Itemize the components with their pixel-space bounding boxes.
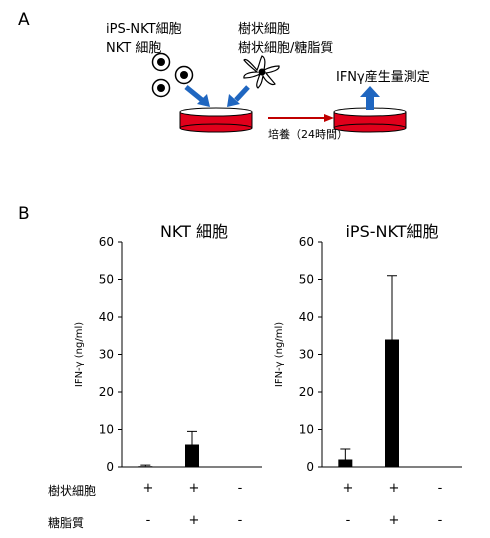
y-tick-label: 10 — [299, 423, 314, 437]
ips-nkt-cells-label: iPS-NKT細胞 — [106, 22, 182, 37]
panel-a-diagram — [151, 52, 407, 133]
arrow-nkt-to-dish-icon — [184, 85, 210, 107]
culture-24h-label: 培養（24時間） — [268, 128, 348, 141]
chart-title-ips-nkt: iPS-NKT細胞 — [345, 222, 439, 241]
y-tick-label: 10 — [99, 423, 114, 437]
y-tick-label: 20 — [99, 385, 114, 399]
y-tick-label: 60 — [99, 235, 114, 249]
panel-a-label: A — [18, 10, 30, 30]
ifn-gamma-measurement-label: IFNγ産生量測定 — [336, 70, 430, 85]
row-label-dendritic-cells: 樹状細胞 — [48, 484, 97, 498]
y-tick-label: 40 — [99, 310, 114, 324]
ips-gl-mark-3: - — [437, 513, 443, 528]
ips-dc-mark-1: + — [342, 481, 354, 496]
row-label-glycolipid: 糖脂質 — [48, 516, 85, 530]
dendritic-cell-icon — [243, 55, 280, 89]
ips-gl-mark-1: - — [345, 513, 351, 528]
ips-dc-mark-2: + — [388, 481, 400, 496]
bar — [185, 444, 199, 467]
bar — [338, 459, 353, 467]
nkt-dc-mark-1: + — [142, 481, 154, 496]
nkt-dc-mark-3: - — [237, 481, 243, 496]
arrow-dc-to-dish-icon — [227, 85, 250, 107]
nkt-cell-icon — [174, 65, 194, 85]
y-axis-label: IFN-γ (ng/ml) — [274, 322, 285, 387]
y-tick-label: 20 — [299, 385, 314, 399]
bar — [138, 466, 153, 467]
y-tick-label: 0 — [306, 460, 314, 474]
arrow-readout-icon — [360, 86, 380, 110]
y-tick-label: 60 — [299, 235, 314, 249]
y-tick-label: 30 — [99, 348, 114, 362]
dendritic-cells-label: 樹状細胞 — [238, 22, 291, 37]
culture-dish-icon — [179, 107, 253, 133]
nkt-gl-mark-3: - — [237, 513, 243, 528]
y-tick-label: 30 — [299, 348, 314, 362]
y-tick-label: 50 — [299, 273, 314, 287]
ips-gl-mark-2: + — [388, 513, 400, 528]
culture-arrow-icon — [268, 114, 334, 122]
nkt-gl-mark-1: - — [145, 513, 151, 528]
dendritic-cells-glycolipid-label: 樹状細胞/糖脂質 — [238, 41, 334, 56]
culture-dish-icon — [333, 107, 407, 133]
y-axis-label: IFN-γ (ng/ml) — [74, 322, 85, 387]
bar — [385, 339, 399, 467]
nkt-cells-label: NKT 細胞 — [106, 41, 162, 56]
ips-dc-mark-3: - — [437, 481, 443, 496]
nkt-cell-icon — [151, 78, 171, 98]
chart-title-nkt: NKT 細胞 — [159, 222, 229, 241]
nkt-gl-mark-2: + — [188, 513, 200, 528]
nkt-dc-mark-2: + — [188, 481, 200, 496]
y-tick-label: 0 — [106, 460, 114, 474]
panel-b-label: B — [18, 204, 30, 224]
y-tick-label: 50 — [99, 273, 114, 287]
nkt-cell-icon — [151, 52, 171, 72]
y-tick-label: 40 — [299, 310, 314, 324]
